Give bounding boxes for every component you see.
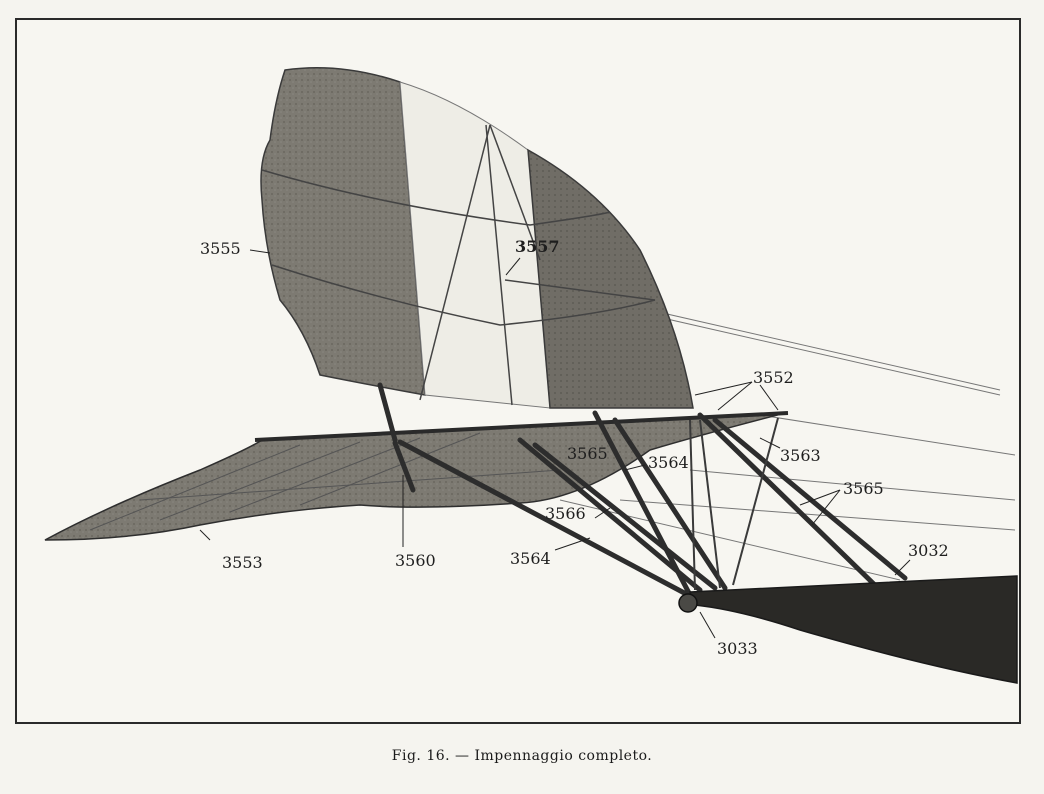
fin-panel-right [527, 148, 694, 409]
pivot-fitting [678, 593, 698, 613]
label-3552: 3552 [753, 368, 794, 387]
label-3033: 3033 [717, 639, 758, 658]
fuselage-boom [688, 575, 1018, 684]
label-3564-upper: 3564 [648, 453, 689, 472]
label-3032: 3032 [908, 541, 949, 560]
label-3557: 3557 [515, 237, 560, 256]
label-3566: 3566 [545, 504, 586, 523]
label-3560: 3560 [395, 551, 436, 570]
label-3565: 3565 [843, 479, 884, 498]
struts [377, 382, 908, 599]
label-3564-lower: 3564 [510, 549, 551, 568]
leader-lines [199, 249, 911, 639]
label-3553: 3553 [222, 553, 263, 572]
fin-panel-left [260, 66, 426, 396]
label-3565-inner: 3565 [567, 444, 608, 463]
label-3563: 3563 [780, 446, 821, 465]
label-3555: 3555 [200, 239, 241, 258]
thin-struts [689, 417, 779, 591]
stabilizer-surface [44, 412, 786, 541]
stabilizer-ribs [89, 432, 561, 531]
figure-caption: Fig. 16. — Impennaggio completo. [391, 748, 653, 764]
fin-ribs [261, 124, 656, 406]
